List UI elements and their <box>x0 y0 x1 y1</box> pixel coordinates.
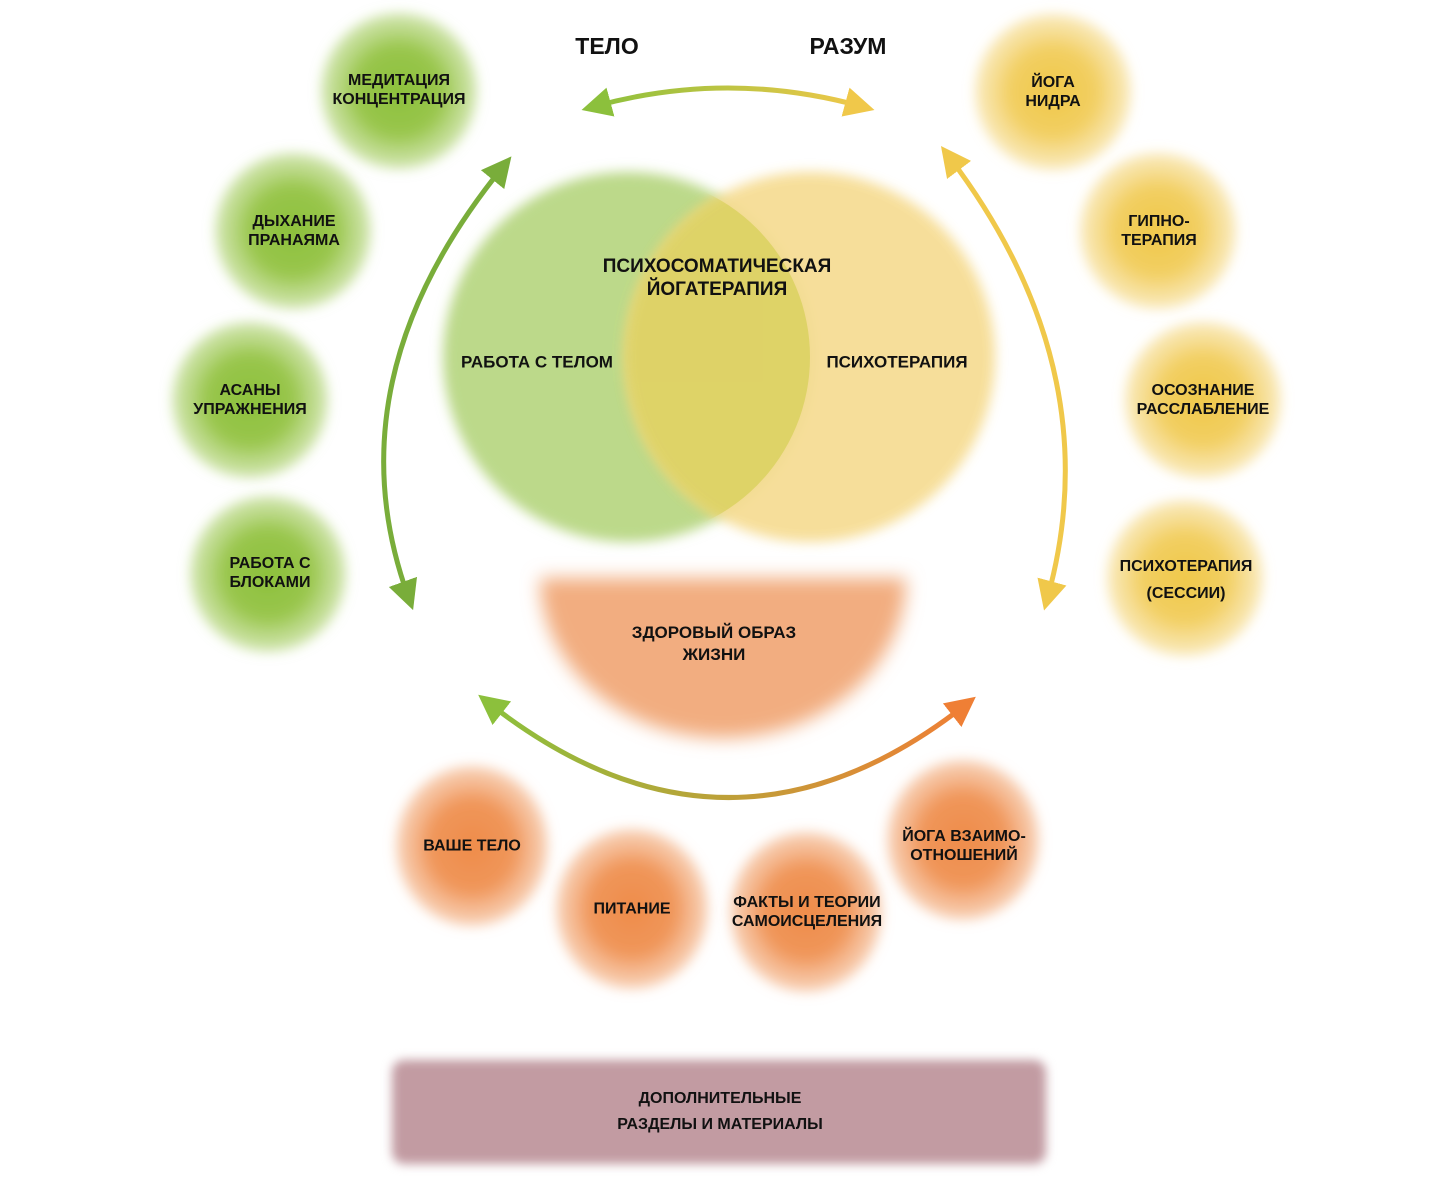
body-item-bubble <box>190 496 346 652</box>
center-title-line1: ПСИХОСОМАТИЧЕСКАЯ <box>602 256 832 277</box>
item-line2: БЛОКАМИ <box>229 574 311 591</box>
item-line2: ПРАНАЯМА <box>248 232 340 249</box>
mind-item-bubble <box>1080 153 1236 309</box>
item-line1: АСАНЫ <box>219 382 281 399</box>
item-line1: РАБОТА С <box>229 555 311 572</box>
mind-item-psychotherapy-sessions[interactable]: ПСИХОТЕРАПИЯ (СЕССИИ) <box>1120 557 1253 603</box>
heading-body: ТЕЛО <box>575 33 639 59</box>
mind-item-bubble <box>1125 322 1281 478</box>
item-line2: УПРАЖНЕНИЯ <box>193 401 307 418</box>
mind-item-hypnotherapy[interactable]: ГИПНО- ТЕРАПИЯ <box>1121 212 1197 250</box>
item-line2: ОТНОШЕНИЙ <box>910 847 1018 864</box>
venn-overlap <box>625 175 810 539</box>
mind-item-bubble <box>1107 500 1263 656</box>
body-item-meditation[interactable]: МЕДИТАЦИЯ КОНЦЕНТРАЦИЯ <box>333 71 466 109</box>
item-line1: ПСИХОТЕРАПИЯ <box>1119 558 1253 575</box>
psychotherapy-label[interactable]: ПСИХОТЕРАПИЯ <box>826 352 968 372</box>
bottom-arc-arrow <box>478 694 976 800</box>
item-line2: (СЕССИИ) <box>1146 585 1226 602</box>
item-line1: ГИПНО- <box>1128 213 1190 230</box>
extra-line1: ДОПОЛНИТЕЛЬНЫЕ <box>638 1090 802 1107</box>
lifestyle-item-bubble <box>556 829 708 989</box>
mind-item-awareness[interactable]: ОСОЗНАНИЕ РАССЛАБЛЕНИЕ <box>1137 381 1270 419</box>
extra-materials-button[interactable]: ДОПОЛНИТЕЛЬНЫЕ РАЗДЕЛЫ И МАТЕРИАЛЫ <box>617 1086 823 1138</box>
body-item-bubble <box>321 13 477 169</box>
lifestyle-line1: ЗДОРОВЫЙ ОБРАЗ <box>631 623 797 642</box>
body-item-asanas[interactable]: АСАНЫ УПРАЖНЕНИЯ <box>193 381 307 419</box>
item-line1: ВАШЕ ТЕЛО <box>423 837 521 855</box>
item-line1: МЕДИТАЦИЯ <box>348 72 450 89</box>
lifestyle-item-nutrition[interactable]: ПИТАНИЕ <box>593 900 670 919</box>
mind-item-yoga-nidra[interactable]: ЙОГА НИДРА <box>1025 73 1080 111</box>
item-line2: НИДРА <box>1025 93 1081 110</box>
item-line1: ЙОГА ВЗАИМО- <box>902 828 1026 845</box>
item-line2: КОНЦЕНТРАЦИЯ <box>332 91 466 108</box>
lifestyle-label[interactable]: ЗДОРОВЫЙ ОБРАЗ ЖИЗНИ <box>632 622 796 666</box>
lifestyle-item-your-body[interactable]: ВАШЕ ТЕЛО <box>423 837 521 856</box>
item-line1: ДЫХАНИЕ <box>252 213 336 230</box>
body-item-bubble <box>215 153 371 309</box>
extra-materials-box-bg <box>392 1060 1046 1164</box>
lifestyle-line2: ЖИЗНИ <box>682 645 746 664</box>
mind-item-bubble <box>975 14 1131 170</box>
item-line1: ФАКТЫ И ТЕОРИИ <box>733 894 881 911</box>
body-item-bubble <box>172 322 328 478</box>
lifestyle-item-relationship-yoga[interactable]: ЙОГА ВЗАИМО- ОТНОШЕНИЙ <box>902 827 1026 865</box>
left-arc-arrow <box>381 156 512 611</box>
item-line1: ЙОГА <box>1031 74 1075 91</box>
body-item-breathing[interactable]: ДЫХАНИЕ ПРАНАЯМА <box>248 212 340 250</box>
item-line2: ТЕРАПИЯ <box>1121 232 1197 249</box>
center-title-line2: ЙОГАТЕРАПИЯ <box>646 279 788 300</box>
item-line2: САМОИСЦЕЛЕНИЯ <box>731 913 883 930</box>
right-arc-arrow <box>940 146 1068 611</box>
lifestyle-item-bubble <box>887 760 1039 920</box>
heading-mind: РАЗУМ <box>809 33 887 59</box>
extra-line2: РАЗДЕЛЫ И МАТЕРИАЛЫ <box>617 1116 823 1133</box>
item-line1: ОСОЗНАНИЕ <box>1151 382 1255 399</box>
item-line1: ПИТАНИЕ <box>593 900 671 918</box>
top-arc-arrow <box>581 85 875 117</box>
lifestyle-item-bubble <box>730 832 882 992</box>
body-work-label[interactable]: РАБОТА С ТЕЛОМ <box>461 352 613 372</box>
body-item-blocks[interactable]: РАБОТА С БЛОКАМИ <box>229 554 310 592</box>
item-line2: РАССЛАБЛЕНИЕ <box>1136 401 1270 418</box>
lifestyle-item-bubble <box>396 766 548 926</box>
center-title: ПСИХОСОМАТИЧЕСКАЯ ЙОГАТЕРАПИЯ <box>603 255 832 301</box>
lifestyle-item-self-healing[interactable]: ФАКТЫ И ТЕОРИИ САМОИСЦЕЛЕНИЯ <box>732 893 882 931</box>
